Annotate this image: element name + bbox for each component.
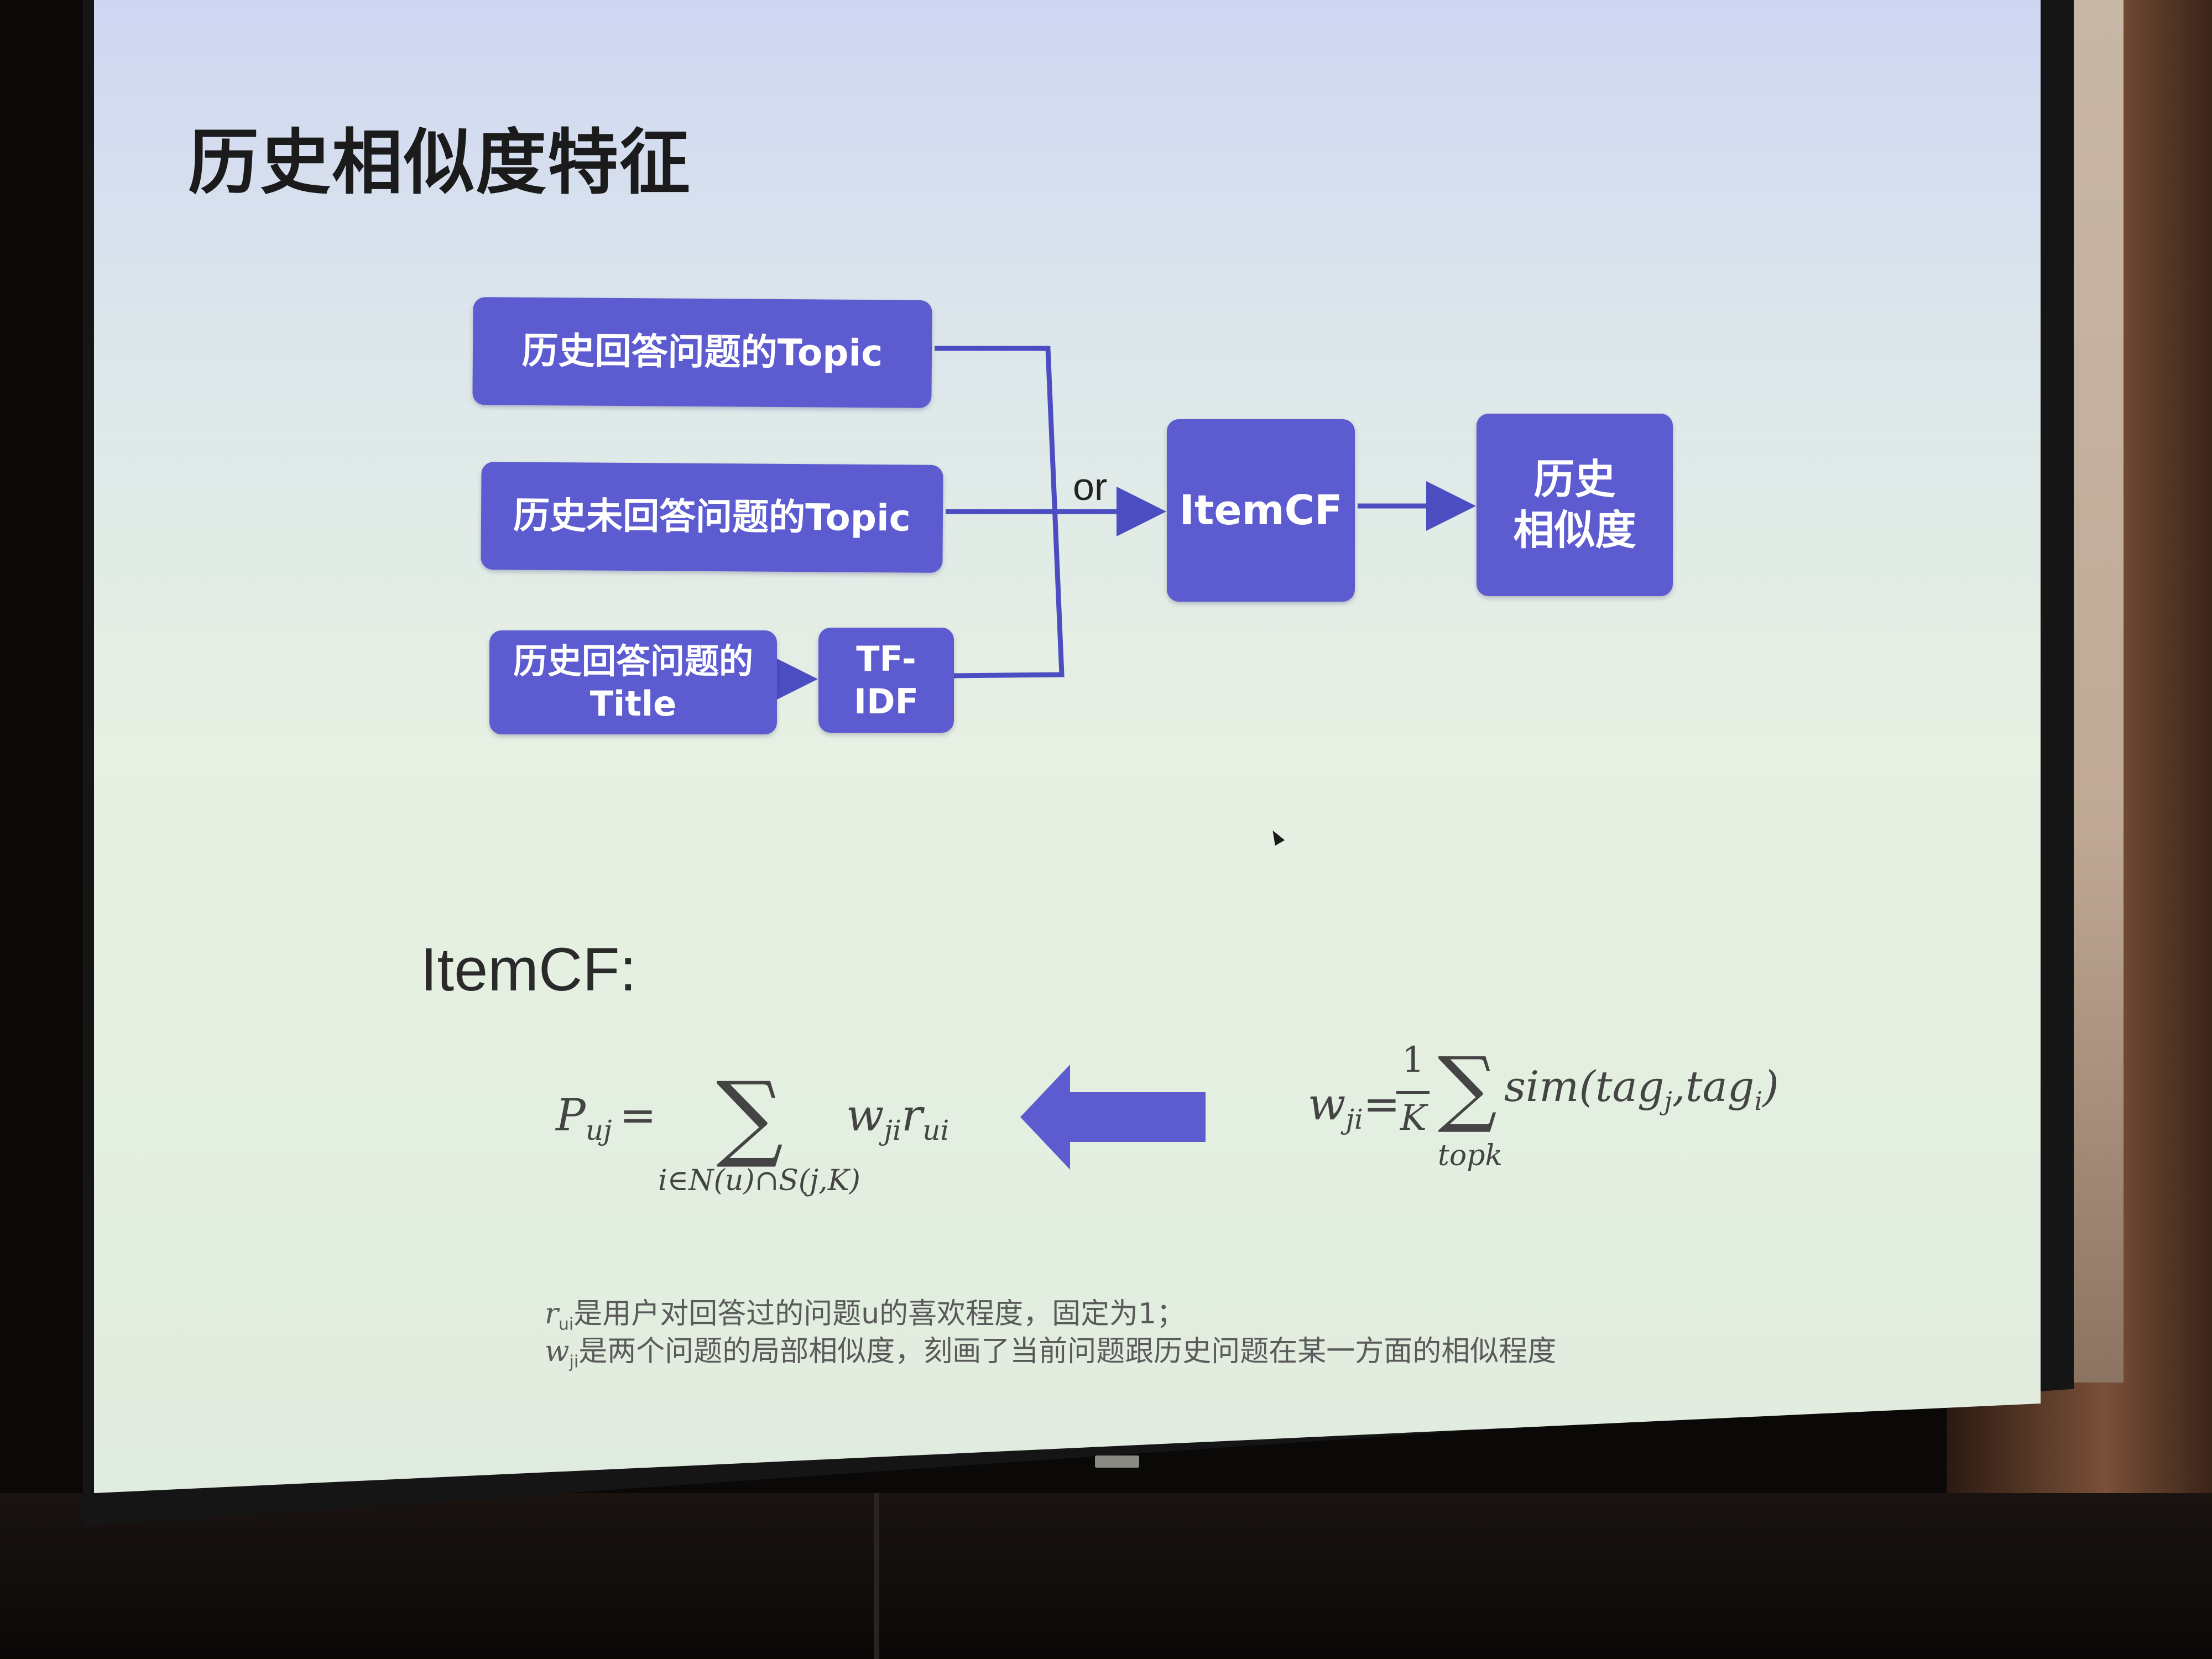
box-tfidf-line2: IDF [854,681,919,722]
box-answered-title-line2: Title [589,684,677,724]
box-tfidf-line1: TF- [856,638,916,679]
room-floor [0,1493,2212,1659]
slide-title: 历史相似度特征 [188,122,692,204]
box-history-similarity-line1: 历史 [1533,455,1616,503]
formula-right-lhs: wji [1308,1078,1363,1135]
box-unanswered-topic-label: 历史未回答问题的Topic [513,494,911,540]
box-answered-title-line1: 历史回答问题的 [513,640,753,681]
box-unanswered-topic: 历史未回答问题的Topic [481,462,943,573]
formula-right-sum: ∑ [1438,1040,1498,1136]
itemcf-section-label: ItemCF: [420,936,637,1004]
formula-right-frac-bar [1396,1091,1430,1094]
box-itemcf: ItemCF [1167,419,1355,602]
box-tfidf: TF- IDF [818,628,954,733]
formula-left-sum: ∑ [716,1062,784,1171]
box-answered-topic-label: 历史回答问题的Topic [521,329,883,375]
note-line-1: rui是用户对回答过的问题u的喜欢程度，固定为1； [545,1297,1186,1334]
formula-prediction: Puj = ∑ i∈N(u)∩S(j,K) wjirui [556,1062,949,1233]
formula-right-frac-num: 1 [1402,1040,1425,1081]
screen-stand [874,1493,879,1659]
formula-left-eq: = [619,1089,657,1141]
formula-right-frac-den: K [1400,1098,1427,1139]
slide-notes: rui是用户对回答过的问题u的喜欢程度，固定为1； wji是两个问题的局部相似度… [545,1297,1556,1373]
formula-left-term: wjirui [846,1089,950,1146]
formula-right-sum-sub: topk [1438,1139,1503,1172]
or-label: or [1073,465,1108,508]
box-history-similarity: 历史 相似度 [1477,414,1673,596]
big-left-arrow [1020,1065,1206,1170]
box-history-similarity-line2: 相似度 [1513,507,1636,554]
note-line-2: wji是两个问题的局部相似度，刻画了当前问题跟历史问题在某一方面的相似程度 [545,1335,1557,1372]
projected-slide [94,0,2041,1493]
formula-right-body: sim(tagj,tagi) [1504,1062,1779,1117]
box-answered-title: 历史回答问题的 Title [489,630,777,734]
formula-left-sum-sub: i∈N(u)∩S(j,K) [658,1164,860,1197]
box-answered-topic: 历史回答问题的Topic [472,297,932,408]
screen-logo [1095,1455,1139,1468]
formula-left-lhs: Puj [556,1089,612,1146]
formula-right-eq: = [1363,1078,1401,1130]
connector-group [768,346,1476,704]
formula-weight: wji = 1 K ∑ topk sim(tagj,tagi) [1308,1040,1779,1206]
box-itemcf-label: ItemCF [1179,486,1343,534]
